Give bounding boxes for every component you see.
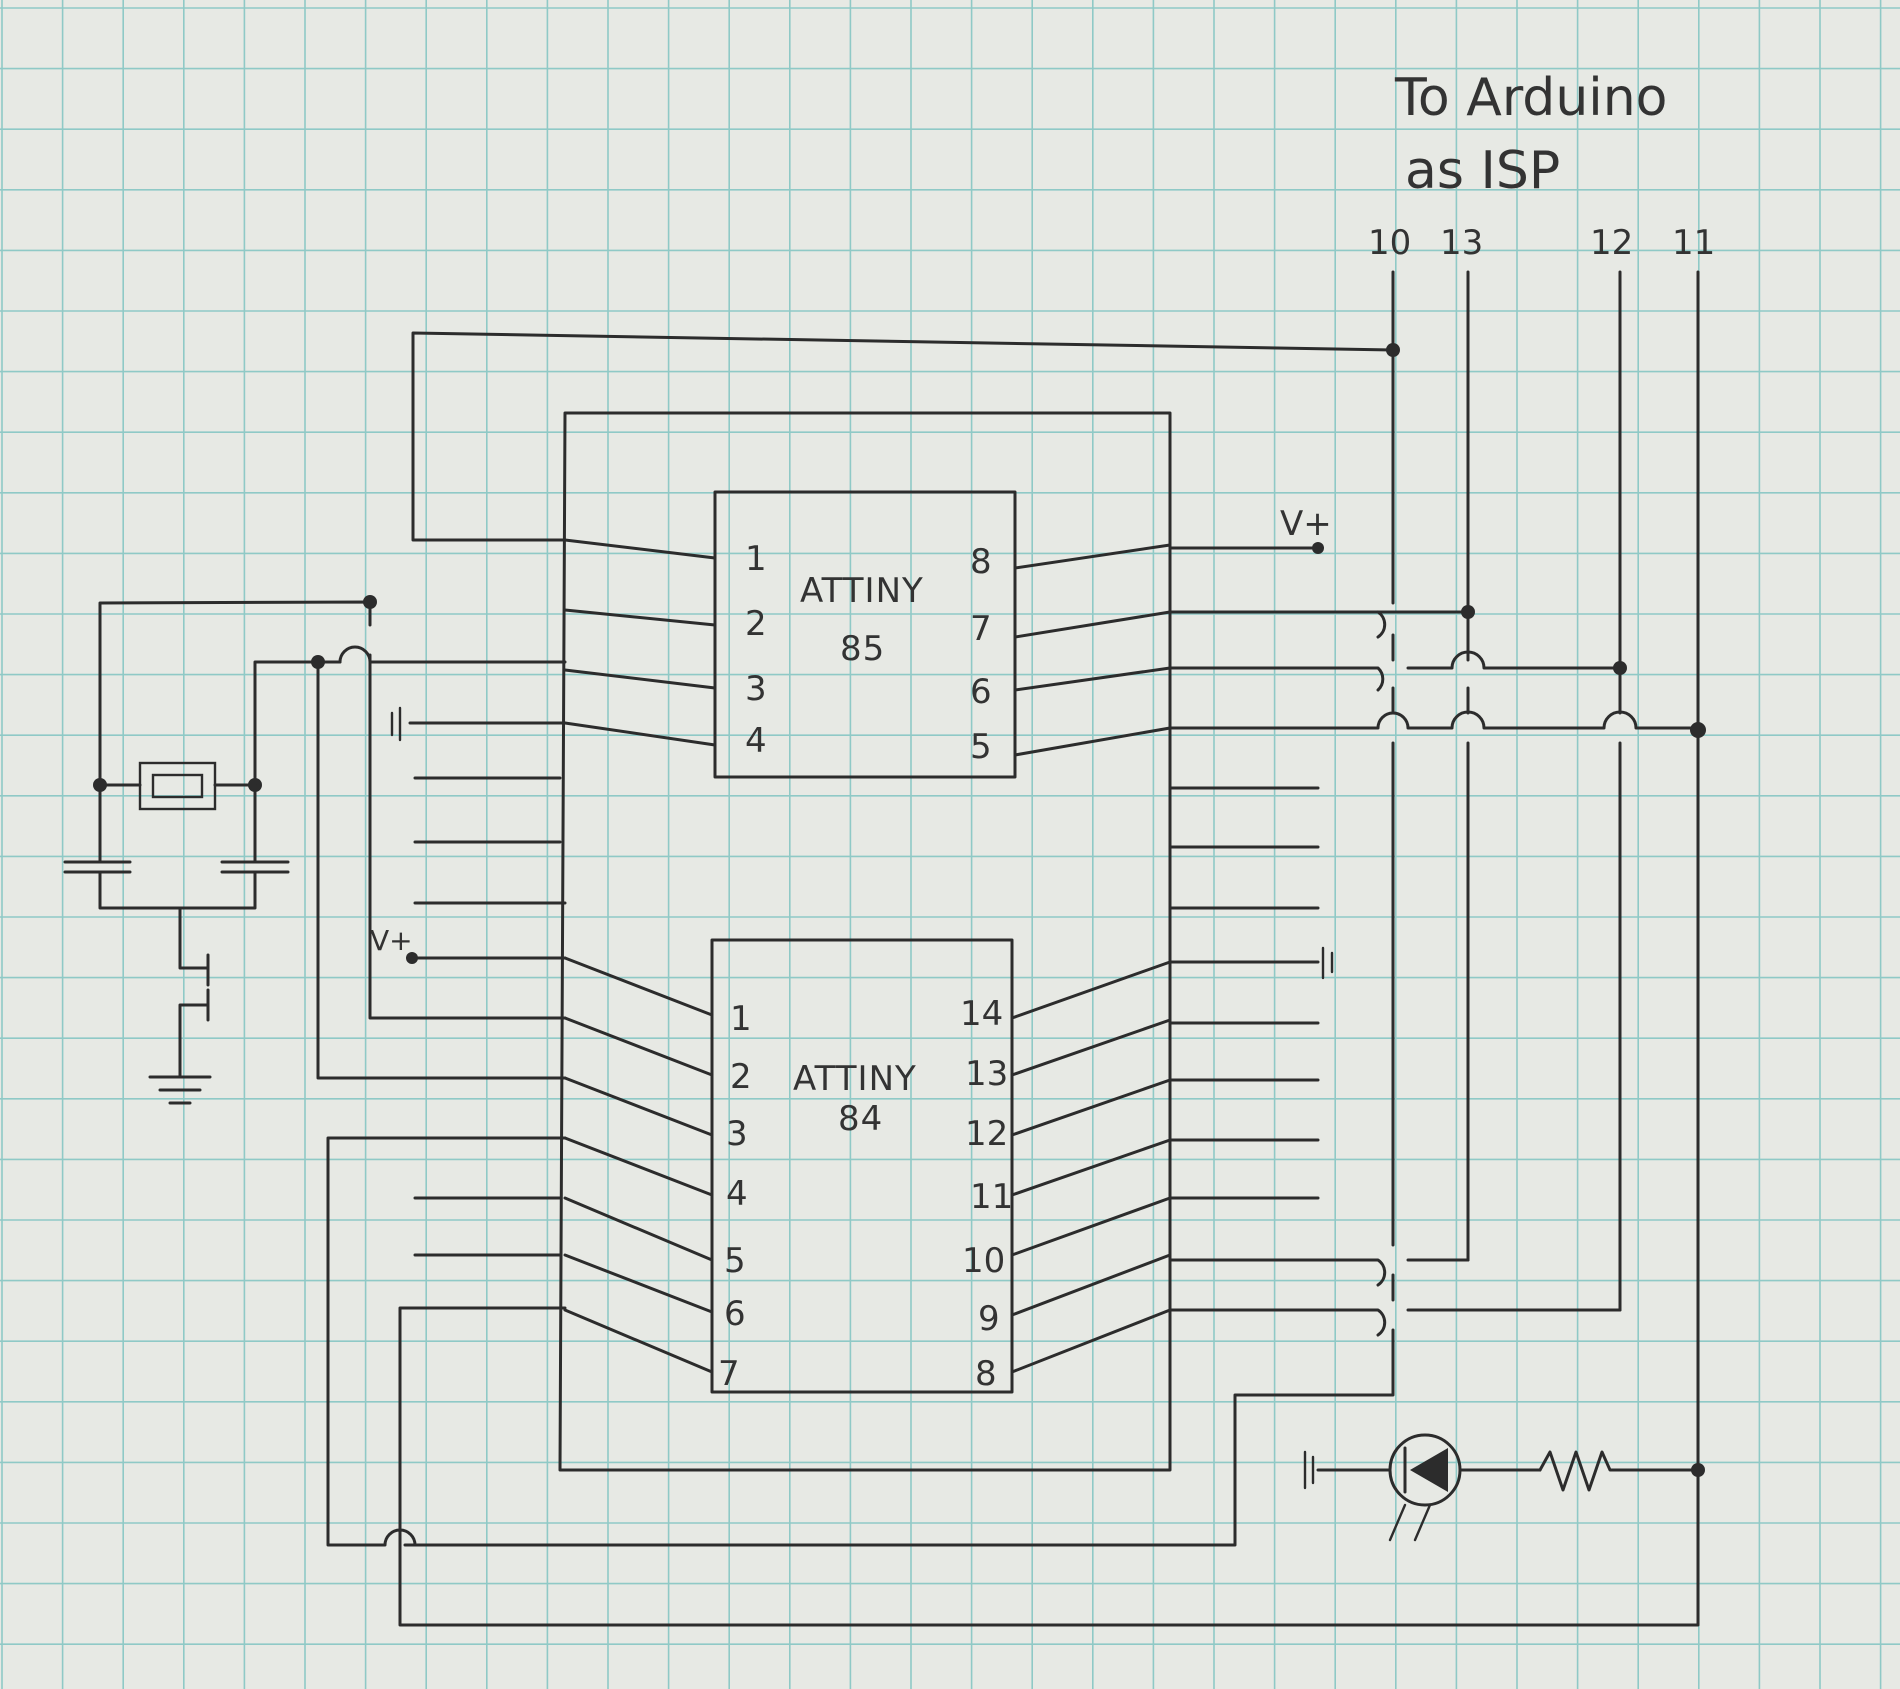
capacitor-icon xyxy=(63,783,290,1079)
attiny85-pin-3: 3 xyxy=(745,669,767,709)
attiny84-pin-10: 10 xyxy=(962,1241,1005,1281)
attiny85-pin-1: 1 xyxy=(745,539,767,579)
attiny84-pin-11: 11 xyxy=(970,1177,1013,1217)
bottom-loop-wire xyxy=(326,1136,567,1547)
header-pin-10: 10 xyxy=(1368,223,1411,263)
attiny84-pin-3: 3 xyxy=(726,1114,748,1154)
header-pin-13: 13 xyxy=(1440,223,1483,263)
attiny84-chip: ATTINY 84 1 2 3 4 5 6 7 14 13 12 11 10 9… xyxy=(710,938,1014,1394)
attiny84-pin-1: 1 xyxy=(730,999,752,1039)
attiny84-pin-8: 8 xyxy=(975,1354,997,1394)
attiny84-pin-12: 12 xyxy=(965,1114,1008,1154)
attiny85-pin-2: 2 xyxy=(745,604,767,644)
attiny85-pin-7: 7 xyxy=(970,609,992,649)
attiny85-pin-4: 4 xyxy=(745,721,767,761)
isp-header-wires xyxy=(398,270,1700,1627)
vcc-label-top: V+ xyxy=(1280,504,1332,544)
attiny84-leads xyxy=(563,956,1172,1374)
attiny84-number: 84 xyxy=(838,1099,883,1139)
attiny84-pin-6: 6 xyxy=(724,1294,746,1334)
resistor-icon xyxy=(1538,1450,1700,1492)
attiny84-pin-7: 7 xyxy=(718,1354,740,1394)
attiny85-chip: ATTINY 85 1 2 3 4 8 7 6 5 xyxy=(713,490,1017,779)
header-pin-12: 12 xyxy=(1590,223,1633,263)
attiny84-pin-13: 13 xyxy=(965,1054,1008,1094)
crystal-icon xyxy=(98,600,567,1080)
vcc-label-left: V+ xyxy=(370,924,413,957)
heading-line-1: To Arduino xyxy=(1394,68,1668,128)
attiny84-pin-4: 4 xyxy=(726,1174,748,1214)
header-pin-11: 11 xyxy=(1672,223,1715,263)
attiny84-pin-2: 2 xyxy=(730,1057,752,1097)
attiny84-pin-14: 14 xyxy=(960,994,1003,1034)
header-connections xyxy=(1168,546,1700,1337)
ground-icon xyxy=(148,706,1334,1105)
led-icon xyxy=(1303,1433,1542,1542)
reset-wire xyxy=(411,331,1395,542)
attiny85-pin-6: 6 xyxy=(970,672,992,712)
attiny84-name: ATTINY xyxy=(793,1059,917,1099)
attiny85-number: 85 xyxy=(840,629,885,669)
junction-dots xyxy=(93,343,1706,1477)
breadboard-rows xyxy=(413,776,1320,1257)
attiny84-pin-5: 5 xyxy=(724,1241,746,1281)
attiny85-pin-5: 5 xyxy=(970,727,992,767)
attiny85-pin-8: 8 xyxy=(970,542,992,582)
breadboard-frame xyxy=(558,411,1172,1472)
heading-line-2: as ISP xyxy=(1405,141,1560,201)
attiny85-leads xyxy=(563,538,1172,757)
attiny85-name: ATTINY xyxy=(800,571,924,611)
attiny84-pin-9: 9 xyxy=(978,1299,1000,1339)
